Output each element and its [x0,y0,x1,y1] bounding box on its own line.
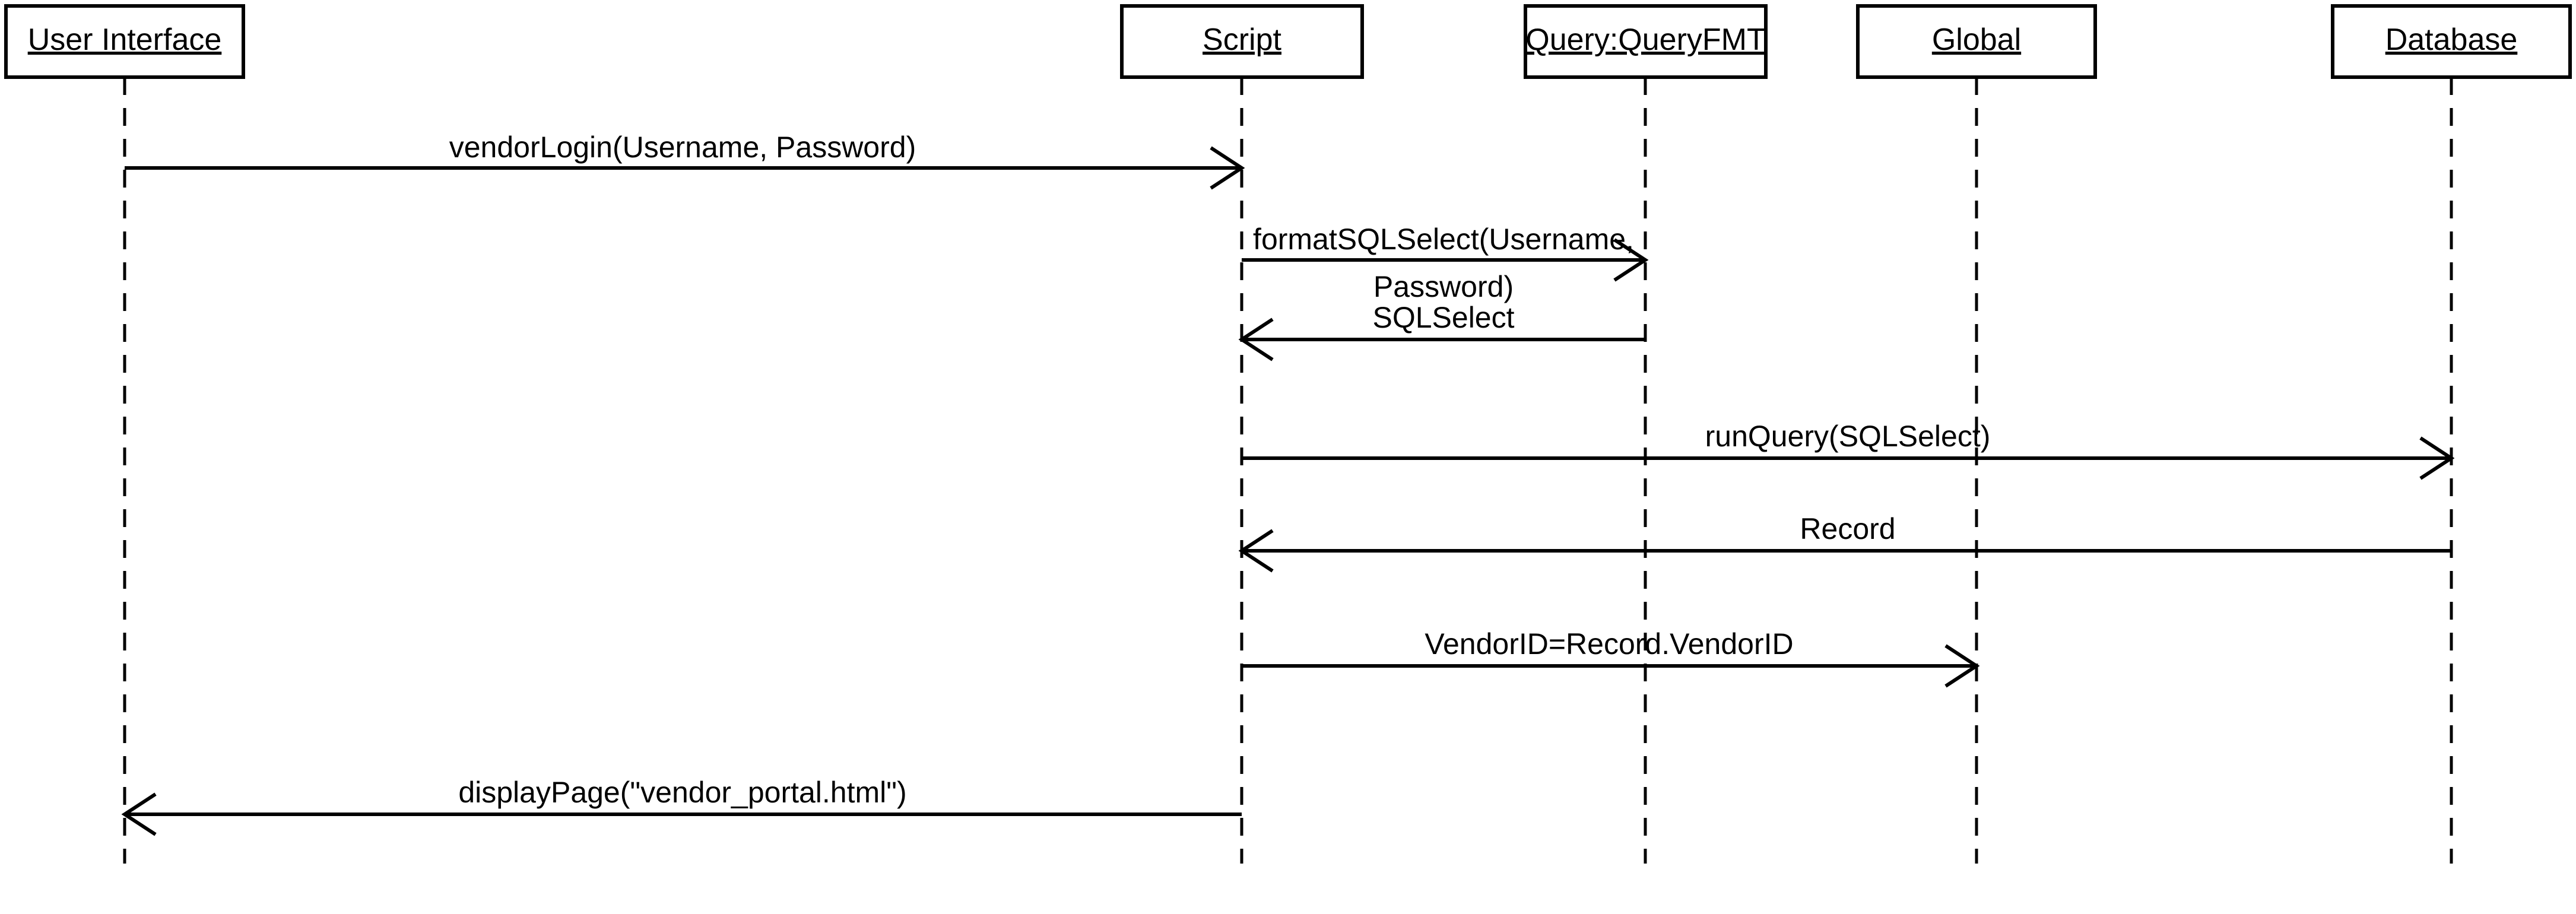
lifeline-label-query-queryfmt: Query:QueryFMT [1525,23,1766,57]
lifeline-box-user-interface[interactable] [4,4,245,79]
message-run-query[interactable]: runQuery(SQLSelect) [1242,420,2455,480]
lifeline-script[interactable]: Script [1120,4,1364,864]
message-format-sql-select[interactable]: formatSQLSelect(Username, Password) [1242,223,1649,303]
message-label-format-sql-select-line2: Password) [1373,270,1514,303]
lifeline-global[interactable]: Global [1856,4,2097,864]
message-record-return[interactable]: Record [1238,512,2451,573]
lifeline-box-global[interactable] [1856,4,2097,79]
message-sql-select-return[interactable]: SQLSelect [1238,301,1645,361]
lifeline-database[interactable]: Database [2331,4,2572,864]
messages-layer: vendorLogin(Username, Password) formatSQL… [121,131,2455,836]
message-vendor-id-assign[interactable]: VendorID=Record.VendorID [1242,627,1980,688]
lifeline-label-global: Global [1932,23,2021,57]
message-label-vendor-login: vendorLogin(Username, Password) [449,131,916,164]
lifeline-label-user-interface: User Interface [28,23,222,57]
message-arrowhead-format-sql-select [1613,238,1649,282]
lifeline-box-script[interactable] [1120,4,1364,79]
lifeline-user-interface[interactable]: User Interface [4,4,245,864]
message-arrowhead-vendor-login [1210,146,1245,190]
lifeline-query-queryfmt[interactable]: Query:QueryFMT [1524,4,1768,864]
message-label-record-return: Record [1800,512,1895,545]
lifeline-label-script: Script [1203,23,1281,57]
lifelines-layer: User Interface Script Query:QueryFMT Global… [4,4,2572,864]
lifeline-label-database: Database [2385,23,2518,57]
message-label-vendor-id-assign: VendorID=Record.VendorID [1425,627,1793,661]
message-vendor-login[interactable]: vendorLogin(Username, Password) [125,131,1245,190]
message-arrowhead-record-return [1238,529,1274,573]
message-display-page[interactable]: displayPage("vendor_portal.html") [121,776,1242,836]
message-label-display-page: displayPage("vendor_portal.html") [458,776,906,809]
message-label-run-query: runQuery(SQLSelect) [1705,420,1991,453]
message-arrowhead-run-query [2419,436,2455,480]
message-arrowhead-vendor-id-assign [1944,644,1980,688]
message-label-format-sql-select: formatSQLSelect(Username, [1253,223,1634,256]
message-label-sql-select-return: SQLSelect [1372,301,1514,334]
lifeline-box-query-queryfmt[interactable] [1524,4,1768,79]
message-arrowhead-display-page [121,792,157,836]
message-arrowhead-sql-select-return [1238,318,1274,361]
